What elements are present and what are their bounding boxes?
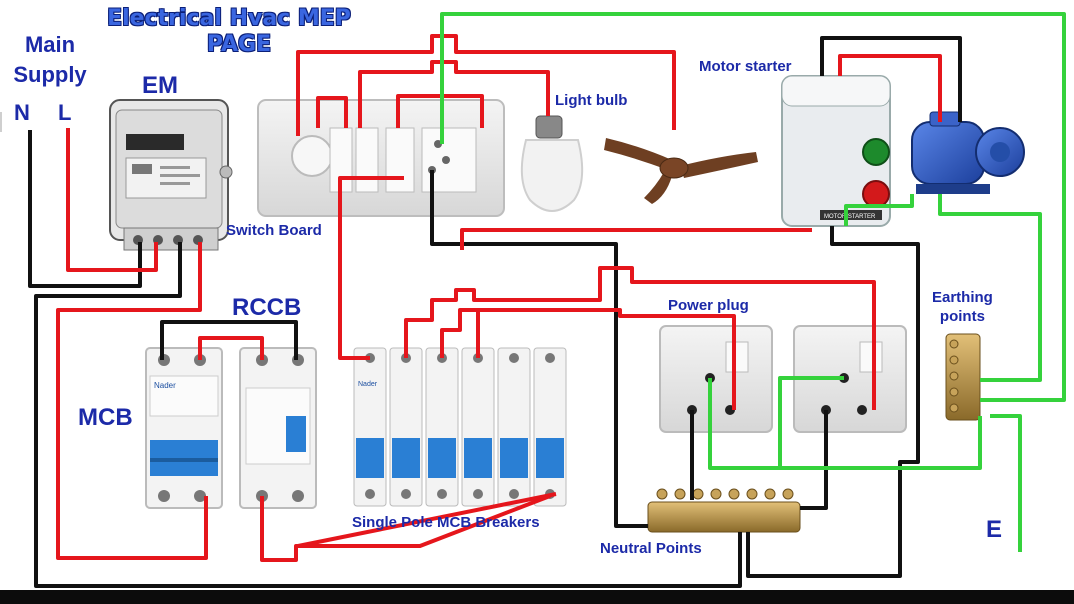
earthing-line1: Earthing bbox=[932, 289, 993, 306]
rccb-out-phase bbox=[260, 494, 551, 562]
switch-board bbox=[257, 99, 505, 217]
switch-feed-phase bbox=[338, 176, 404, 360]
starter-top-black bbox=[820, 36, 962, 122]
breaker-6 bbox=[533, 347, 567, 507]
main-mcb bbox=[145, 347, 223, 509]
breaker-4 bbox=[461, 347, 495, 507]
main-supply-line2: Supply bbox=[13, 62, 87, 87]
meter-to-rccb-neutral bbox=[34, 242, 742, 588]
bottom-bar bbox=[0, 590, 1074, 604]
motor-earth-wire bbox=[844, 194, 914, 226]
light-bulb-label: Light bulb bbox=[555, 92, 628, 109]
breaker-feed-phase-2 bbox=[440, 308, 736, 410]
breaker-2 bbox=[389, 347, 423, 507]
plug-neutral-2 bbox=[800, 410, 828, 510]
switch-to-neutral bbox=[430, 170, 648, 528]
meter-to-mcb-phase bbox=[56, 242, 208, 560]
neutral-label: N bbox=[14, 100, 30, 125]
corner-mark bbox=[0, 112, 14, 132]
mcb-label: MCB bbox=[78, 404, 133, 431]
neutral-points-label: Neutral Points bbox=[600, 540, 702, 557]
rccb-label: RCCB bbox=[232, 294, 302, 321]
earth-bar bbox=[945, 333, 981, 421]
starter-to-motor-phase bbox=[838, 54, 942, 122]
single-pole-label: Single Pole MCB Breakers bbox=[352, 514, 540, 531]
breaker-feed-phase bbox=[404, 266, 876, 410]
motor-starter bbox=[781, 75, 891, 227]
single-pole-breakers bbox=[353, 347, 567, 507]
earth-wires bbox=[440, 12, 1066, 552]
switch-board-label: Switch Board bbox=[226, 222, 322, 239]
motor-earth-wire-2 bbox=[938, 194, 1042, 382]
starter-badge: MOTOR STARTER bbox=[824, 214, 876, 220]
breaker-5 bbox=[497, 347, 531, 507]
mcb-top-neutral bbox=[160, 320, 298, 360]
supply-live-wire bbox=[66, 128, 158, 272]
power-plug-left bbox=[659, 325, 773, 433]
mcb-to-rccb-phase bbox=[198, 336, 264, 360]
mcb-brand: Nader bbox=[154, 381, 176, 390]
neutral-bar bbox=[647, 488, 801, 533]
pump-motor bbox=[911, 111, 1025, 194]
plug-earth-wire-2 bbox=[780, 416, 982, 470]
motor-starter-label: Motor starter bbox=[699, 58, 792, 75]
breaker-3 bbox=[425, 347, 459, 507]
top-earth-wire bbox=[440, 12, 1066, 402]
earth-rod-wire bbox=[990, 414, 1022, 552]
starter-neutral bbox=[746, 226, 920, 578]
main-supply-label: Main Supply bbox=[4, 30, 96, 90]
energy-meter bbox=[109, 99, 233, 251]
power-plug-right bbox=[793, 325, 907, 433]
phase-wires bbox=[56, 34, 942, 562]
ceiling-fan bbox=[604, 138, 758, 204]
top-loop-phase-2 bbox=[316, 96, 348, 128]
page-title-line1: Electrical Hvac MEP bbox=[107, 6, 351, 31]
neutral-wires bbox=[28, 36, 962, 588]
rccb-device bbox=[239, 347, 317, 509]
breaker-1 bbox=[353, 347, 387, 507]
earthing-points-label: Earthing points bbox=[932, 288, 993, 326]
page-title: Electrical Hvac MEP PAGE bbox=[84, 6, 374, 58]
energy-meter-label: EM bbox=[142, 72, 178, 99]
page-title-line2: PAGE bbox=[206, 32, 272, 57]
power-plug-label: Power plug bbox=[668, 297, 749, 314]
supply-neutral-wire bbox=[28, 130, 142, 288]
live-label: L bbox=[58, 100, 72, 125]
earth-label: E bbox=[986, 516, 1003, 543]
breaker-to-starter-phase bbox=[460, 228, 812, 250]
main-supply-line1: Main bbox=[24, 32, 76, 57]
earthing-line2: points bbox=[939, 308, 985, 325]
busbar-phase bbox=[297, 492, 557, 548]
light-bulb bbox=[520, 115, 584, 212]
breaker-brand: Nader bbox=[358, 381, 378, 388]
